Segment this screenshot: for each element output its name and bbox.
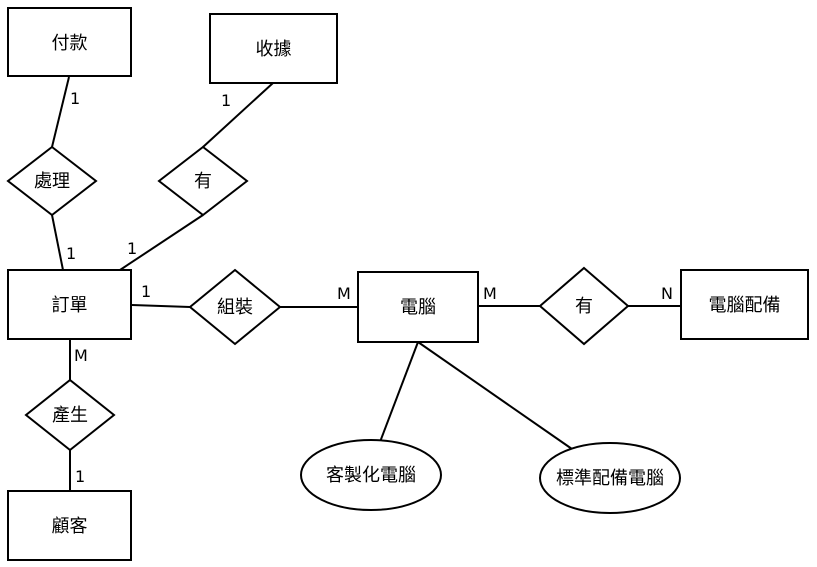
entity-receipt-label: 收據: [256, 39, 292, 60]
entity-computer-equipment-label: 電腦配備: [709, 295, 781, 316]
edge-computer-custom: [379, 341, 419, 443]
entity-payment: 付款: [7, 7, 132, 77]
relationship-generate-label: 產生: [52, 405, 88, 426]
attribute-custom-computer: 客製化電腦: [300, 439, 442, 511]
edge-computer-standard: [417, 341, 573, 450]
entity-computer-label: 電腦: [400, 297, 436, 318]
cardinality-labels: 1 1 1 1 1 M M N M 1: [66, 89, 673, 486]
edge-receipt-has: [202, 82, 274, 148]
entity-order: 訂單: [7, 269, 132, 340]
attribute-standard-computer-label: 標準配備電腦: [556, 468, 664, 489]
cardinality-order-generate: M: [74, 346, 88, 365]
relationship-has-receipt-label: 有: [194, 171, 212, 192]
relationship-process-label: 處理: [34, 171, 70, 192]
entity-customer-label: 顧客: [52, 516, 88, 537]
entity-customer: 顧客: [7, 490, 132, 561]
entity-computer: 電腦: [357, 271, 479, 343]
relationship-generate: 產生: [24, 378, 116, 452]
cardinality-computer-has: M: [483, 284, 497, 303]
relationship-has-receipt: 有: [157, 145, 249, 217]
attribute-custom-computer-label: 客製化電腦: [326, 465, 416, 486]
edge-payment-process: [51, 76, 70, 148]
cardinality-payment-process: 1: [70, 89, 80, 108]
relationship-process: 處理: [6, 145, 98, 217]
relationship-assemble-label: 組裝: [217, 297, 253, 318]
cardinality-receipt-has: 1: [221, 91, 231, 110]
relationship-has-equipment: 有: [538, 266, 630, 346]
edge-has-order: [119, 214, 204, 271]
cardinality-process-order: 1: [66, 244, 76, 263]
cardinality-assemble-computer: M: [337, 284, 351, 303]
cardinality-has-equipment: N: [661, 284, 673, 303]
cardinality-order-assemble: 1: [141, 282, 151, 301]
cardinality-has-order: 1: [127, 239, 137, 258]
entity-receipt: 收據: [209, 13, 338, 84]
attribute-standard-computer: 標準配備電腦: [539, 442, 681, 514]
edge-process-order: [51, 214, 64, 271]
entity-payment-label: 付款: [52, 33, 88, 54]
entity-order-label: 訂單: [52, 295, 88, 316]
relationship-assemble: 組裝: [188, 268, 282, 346]
cardinality-generate-customer: 1: [75, 467, 85, 486]
connectors: [51, 76, 681, 491]
relationship-has-equipment-label: 有: [575, 296, 593, 317]
entity-computer-equipment: 電腦配備: [680, 269, 809, 340]
edge-order-assemble: [131, 304, 191, 308]
